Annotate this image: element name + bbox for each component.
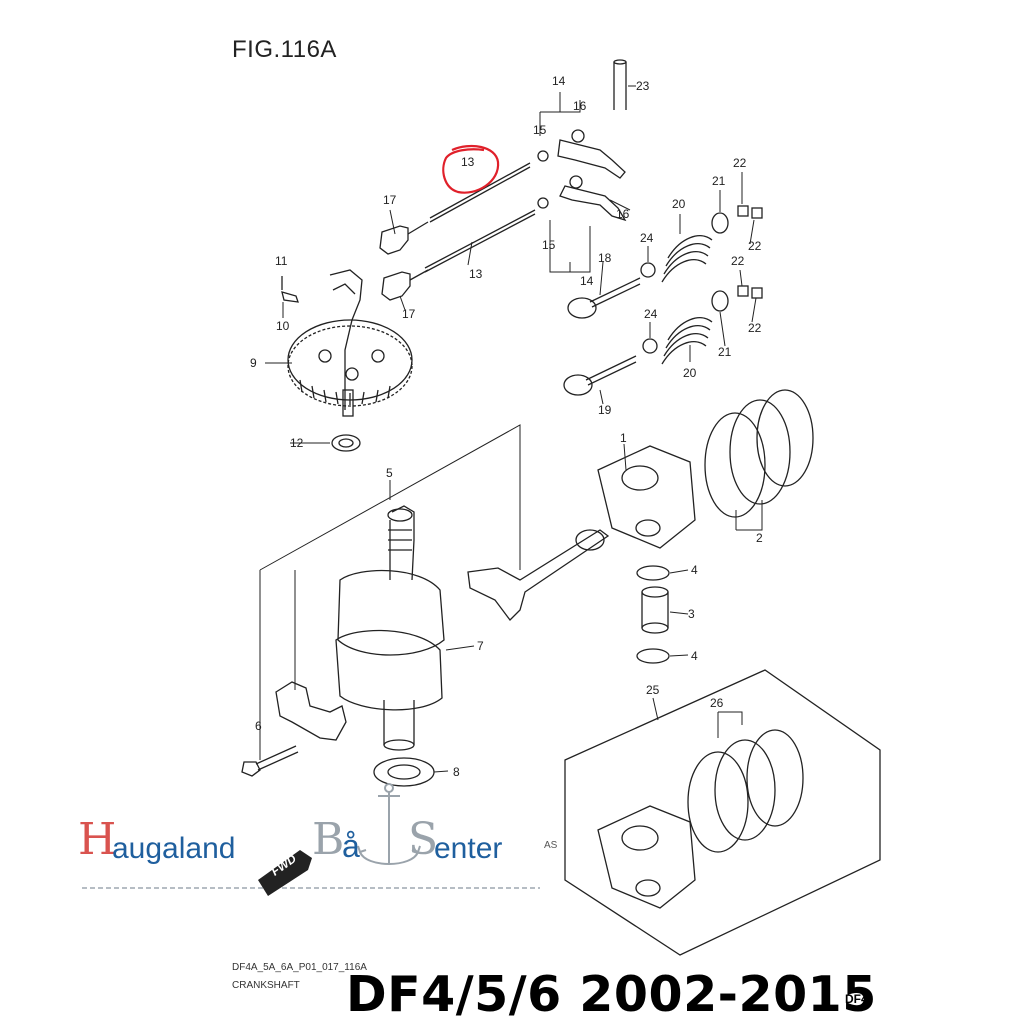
rocker-arm-upper — [537, 129, 626, 179]
valve-18 — [567, 277, 641, 319]
crankshaft-7 — [335, 505, 445, 751]
callout-21a: 21 — [712, 174, 726, 188]
callout-labels: 1 2 3 4 4 5 6 7 8 9 10 11 12 13 13 14 14… — [250, 74, 763, 779]
clip-4-lower — [636, 648, 670, 664]
callout-20b: 20 — [683, 366, 697, 380]
leader-lines — [259, 85, 763, 773]
retainer-lower — [711, 290, 729, 312]
piston-rings-26 — [687, 729, 804, 853]
watermark-word-ba: å — [342, 828, 360, 864]
callout-22c: 22 — [731, 254, 745, 268]
seal-upper — [640, 262, 656, 278]
drawing-code: DF4A_5A_6A_P01_017_116A — [232, 962, 367, 973]
callout-14a: 14 — [552, 74, 566, 88]
callout-13b: 13 — [469, 267, 483, 281]
valve-19 — [563, 355, 637, 396]
callout-24b: 24 — [644, 307, 658, 321]
watermark-suffix: AS — [544, 840, 558, 851]
highlight-circle-part-13 — [442, 144, 500, 194]
callout-23: 23 — [636, 79, 650, 93]
pushrod-upper — [429, 162, 531, 223]
model-years-caption: DF4/5/6 2002-2015 — [346, 966, 877, 1023]
callout-15a: 15 — [533, 123, 547, 137]
callout-17a: 17 — [383, 193, 397, 207]
callout-22a: 22 — [733, 156, 747, 170]
callout-3: 3 — [688, 607, 695, 621]
cropped-model-label: DF4 — [845, 992, 868, 1006]
valve-spring-lower — [661, 317, 713, 365]
callout-4a: 4 — [691, 563, 698, 577]
piston-25 — [597, 805, 696, 909]
anchor-icon — [357, 783, 421, 865]
callout-16a: 16 — [573, 99, 587, 113]
callout-21b: 21 — [718, 345, 732, 359]
callout-24a: 24 — [640, 231, 654, 245]
thrust-washer-8 — [373, 757, 435, 787]
connecting-rod — [467, 529, 610, 621]
piston-1 — [597, 445, 696, 549]
callout-22d: 22 — [748, 321, 762, 335]
cotter-upper — [737, 205, 763, 219]
piston-pin-3 — [641, 586, 669, 634]
callout-12: 12 — [290, 436, 304, 450]
tappet-lower — [381, 269, 429, 301]
watermark-initial-s: S — [408, 814, 439, 865]
callout-2: 2 — [756, 531, 763, 545]
callout-4b: 4 — [691, 649, 698, 663]
callout-1: 1 — [620, 431, 627, 445]
piston-rings-2 — [704, 389, 814, 518]
watermark-initial-h: H — [78, 814, 117, 865]
valve-spring-upper — [661, 235, 713, 283]
callout-26: 26 — [710, 696, 724, 710]
pushrod-lower — [424, 209, 536, 273]
callout-10: 10 — [276, 319, 290, 333]
washer-12 — [331, 434, 361, 452]
callout-17b: 17 — [402, 307, 416, 321]
seal-lower — [642, 338, 658, 354]
callout-11: 11 — [275, 254, 288, 268]
callout-16b: 16 — [616, 207, 630, 221]
watermark-initial-b: B — [312, 814, 345, 865]
figure-title: FIG.116A — [232, 36, 337, 63]
callout-18: 18 — [598, 251, 612, 265]
pin-11 — [281, 276, 299, 303]
rocker-shaft-23 — [613, 59, 627, 110]
callout-20a: 20 — [672, 197, 686, 211]
drawing-name: CRANKSHAFT — [232, 980, 300, 991]
cotter-lower — [737, 285, 763, 299]
callout-6: 6 — [255, 719, 262, 733]
callout-5: 5 — [386, 466, 393, 480]
callout-19: 19 — [598, 403, 612, 417]
callout-14b: 14 — [580, 274, 594, 288]
fwd-arrow-icon — [258, 850, 312, 896]
callout-15b: 15 — [542, 238, 556, 252]
callout-25: 25 — [646, 683, 660, 697]
clip-4-upper — [636, 565, 670, 581]
watermark-word-haugaland: augaland — [112, 832, 236, 865]
callout-8: 8 — [453, 765, 460, 779]
watermark-word-senter: enter — [434, 832, 503, 865]
bearing-cap — [275, 681, 347, 741]
bolt-6 — [241, 745, 299, 777]
rocker-arm-lower — [537, 175, 627, 222]
camshaft-9 — [287, 269, 413, 417]
callout-13a: 13 — [461, 155, 475, 169]
tappet-upper — [379, 221, 429, 255]
callout-9: 9 — [250, 356, 257, 370]
callout-22b: 22 — [748, 239, 762, 253]
watermark-logo: H augaland B å S enter AS — [78, 814, 578, 878]
retainer-upper — [711, 212, 729, 234]
callout-7: 7 — [477, 639, 484, 653]
oversize-piston-box — [564, 669, 881, 956]
